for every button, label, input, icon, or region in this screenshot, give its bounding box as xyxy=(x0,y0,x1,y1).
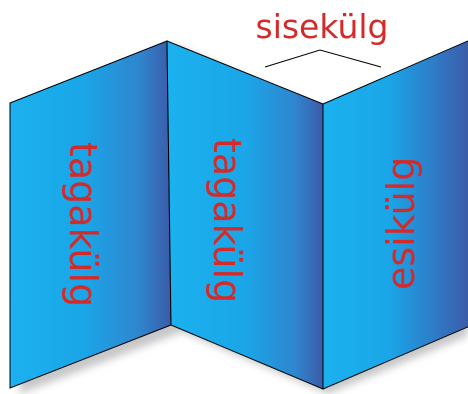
left-panel-label: tagakülg xyxy=(61,142,105,307)
inner-side-label: sisekülg xyxy=(256,7,389,46)
right-panel-label: esikülg xyxy=(379,157,423,290)
right-panel xyxy=(322,40,468,390)
inner-side-bracket xyxy=(264,49,382,68)
middle-panel-label: tagakülg xyxy=(205,138,249,303)
